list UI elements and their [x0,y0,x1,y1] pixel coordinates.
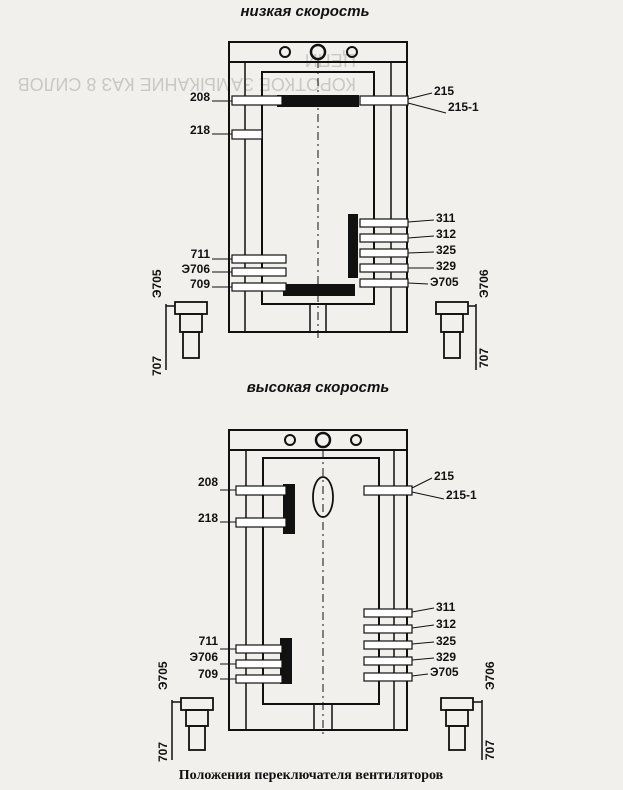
vlabel-e706-right: Э706 [477,269,491,298]
terminal-left [174,301,208,359]
label-329: 329 [436,259,456,273]
vlabel-707-left: 707 [156,742,170,762]
label-311: 311 [436,211,456,225]
vlabel-707-right: 707 [477,348,491,368]
terminal-right [435,301,469,359]
label-215: 215 [434,84,454,98]
label-208: 208 [198,475,218,489]
label-218: 218 [190,123,210,137]
bolt-icon [346,46,358,58]
bolt-icon [279,46,291,58]
right-contacts [359,95,409,288]
outer-frame [228,429,408,731]
contact-segment [348,214,358,278]
right-contacts [363,485,413,682]
vlabel-e705-left: Э705 [150,269,164,298]
label-e706: Э706 [181,262,210,276]
panel-title-high: высокая скорость [247,379,390,396]
bolt-icon [350,434,362,446]
vlabel-e706-right: Э706 [483,661,497,690]
bolt-icon [284,434,296,446]
label-312: 312 [436,617,456,631]
label-e705: Э705 [430,665,459,679]
terminal-right [440,697,474,751]
label-215-1: 215-1 [446,488,477,502]
contact-segment [280,638,292,684]
vlabel-707-right: 707 [483,740,497,760]
label-215: 215 [434,469,454,483]
contact-segment [277,95,359,107]
label-e705: Э705 [430,275,459,289]
pivot-icon [309,43,327,61]
label-711: 711 [191,247,211,261]
label-312: 312 [436,227,456,241]
label-e706: Э706 [189,650,218,664]
panel-low-speed: низкая скорость [150,3,491,376]
terminal-left [180,697,214,751]
vlabel-e705-left: Э705 [156,661,170,690]
left-contacts [235,485,287,684]
left-contacts [231,95,287,292]
label-709: 709 [198,667,218,681]
panel-high-speed: высокая скорость 208 [156,379,497,762]
cam-icon [312,476,334,518]
label-709: 709 [190,277,210,291]
label-711: 711 [199,634,219,648]
figure-caption: Положения переключателя вентиляторов [179,768,444,783]
label-218: 218 [198,511,218,525]
bleed-heading: КОРОТКОЕ ЗАМЫКАНИЕ КАЗ 8 СИЛОВ [18,74,356,94]
label-208: 208 [190,90,210,104]
label-325: 325 [436,243,456,257]
panel-title-low: низкая скорость [240,3,369,20]
pivot-icon [314,431,332,449]
label-311: 311 [436,600,456,614]
label-329: 329 [436,650,456,664]
label-325: 325 [436,634,456,648]
vlabel-707-left: 707 [150,356,164,376]
label-215-1: 215-1 [448,100,479,114]
bleed-heading-2: ЦЕПИ [305,50,356,70]
contact-segment [283,284,355,296]
